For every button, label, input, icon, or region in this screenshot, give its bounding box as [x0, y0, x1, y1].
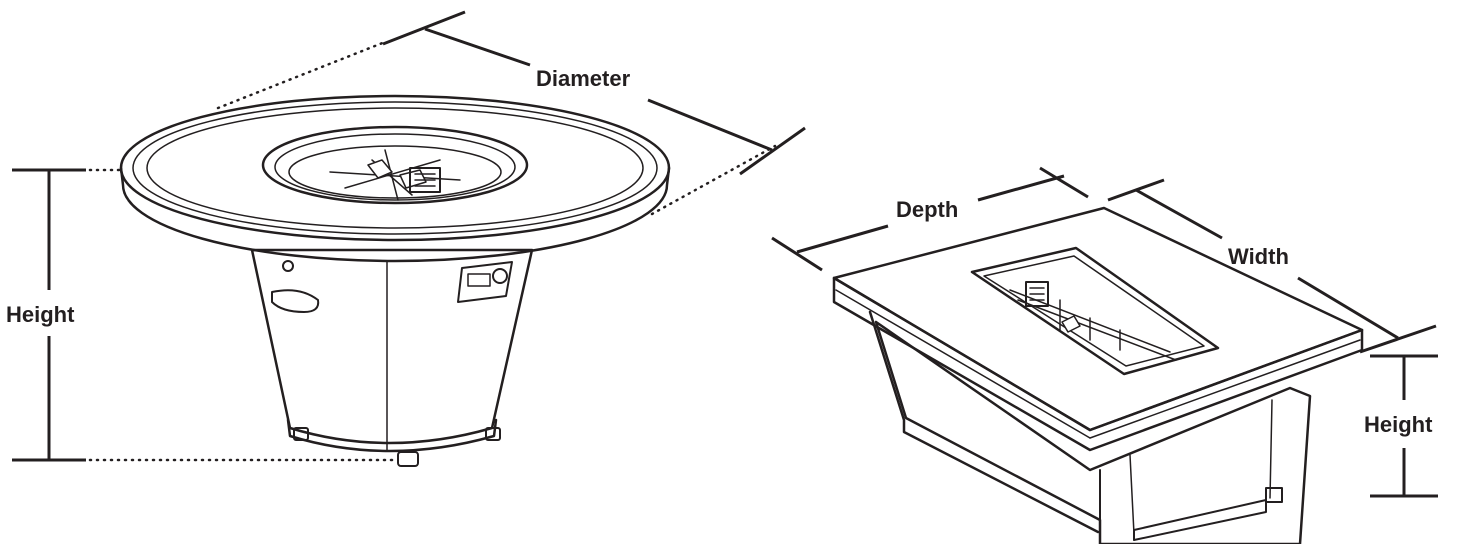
diameter-label: Diameter — [536, 66, 631, 91]
width-dimension — [1107, 178, 1437, 354]
round-fire-table-illustration — [119, 94, 671, 467]
diameter-dimension — [216, 10, 806, 216]
depth-label: Depth — [896, 197, 958, 222]
rect-height-label: Height — [1364, 412, 1433, 437]
round-height-dimension — [12, 168, 396, 462]
rect-height-dimension — [1370, 354, 1438, 498]
round-height-label: Height — [6, 302, 75, 327]
width-label: Width — [1228, 244, 1289, 269]
depth-dimension — [771, 166, 1089, 272]
